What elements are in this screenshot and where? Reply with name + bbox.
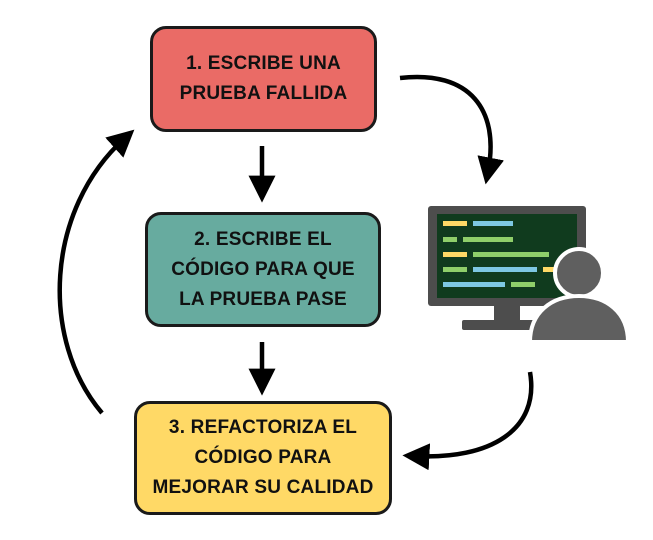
monitor-neck [494,306,520,322]
monitor-base [462,320,552,330]
arrow-developer-to-step3 [402,371,534,471]
step-refactor-code: 3. REFACTORIZA EL CÓDIGO PARA MEJORAR SU… [134,401,392,515]
person-icon [527,247,631,344]
step-3-label: 3. REFACTORIZA EL CÓDIGO PARA MEJORAR SU… [152,417,374,498]
arrow-step1-to-developer [399,74,504,185]
arrow-step3-to-step1 [57,129,135,415]
code-lines [443,221,559,287]
step-write-failing-test: 1. ESCRIBE UNA PRUEBA FALLIDA [150,26,377,132]
step-2-label: 2. ESCRIBE EL CÓDIGO PARA QUE LA PRUEBA … [171,228,355,310]
step-write-passing-code: 2. ESCRIBE EL CÓDIGO PARA QUE LA PRUEBA … [145,212,381,327]
step-1-label: 1. ESCRIBE UNA PRUEBA FALLIDA [179,53,348,104]
